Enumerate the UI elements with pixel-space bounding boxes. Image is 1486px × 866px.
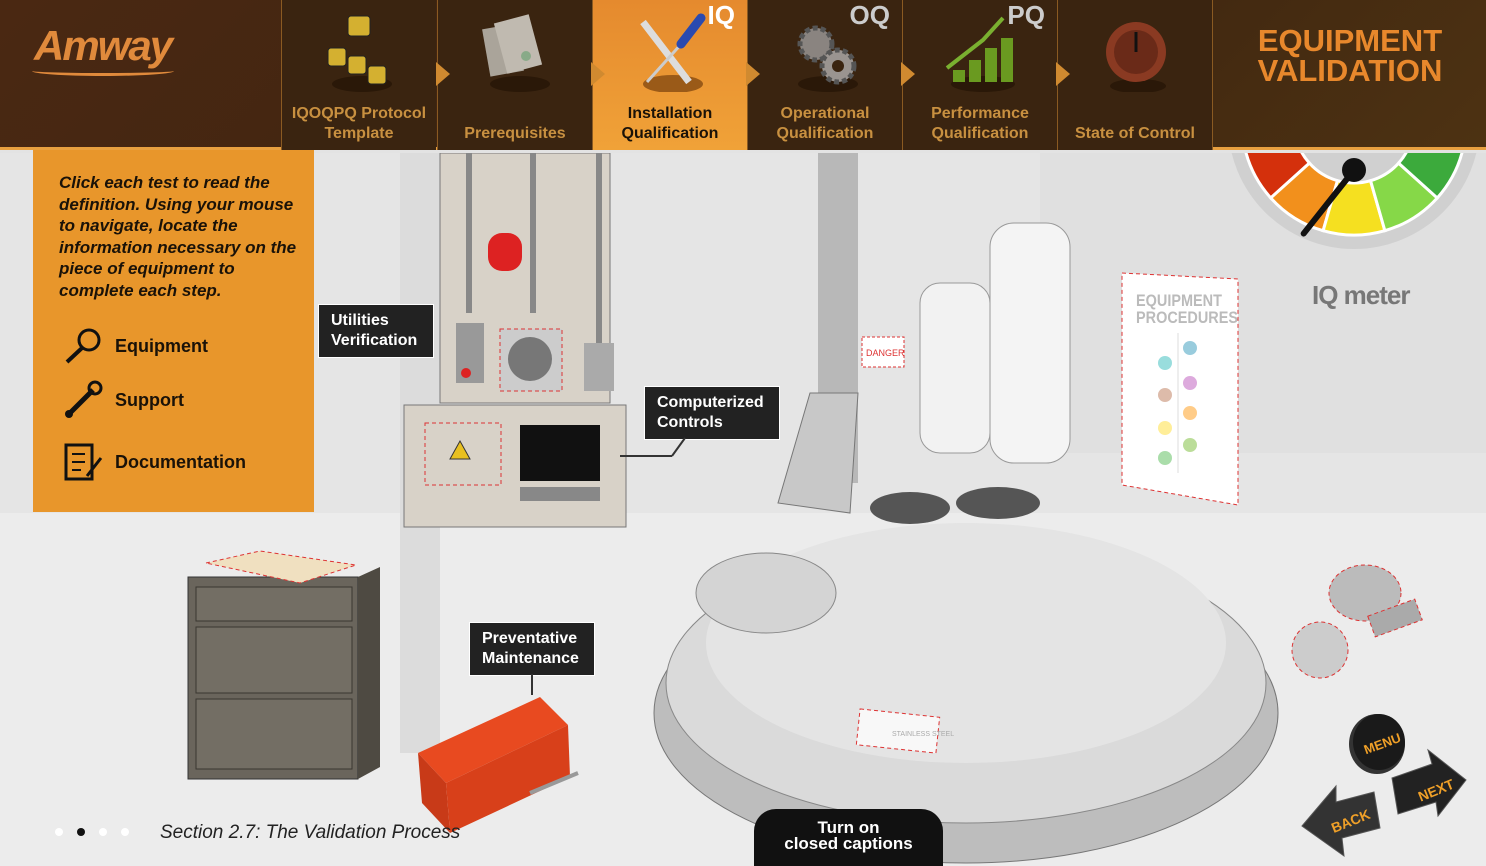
poster-line: EQUIPMENT xyxy=(1136,291,1222,310)
legend-support: Support xyxy=(63,380,184,420)
step-arrow xyxy=(746,62,760,86)
dial-icon xyxy=(1106,22,1166,92)
title-line: EQUIPMENT xyxy=(1257,23,1443,58)
danger-sign: DANGER xyxy=(866,348,905,358)
growth-chart-icon xyxy=(945,16,1015,92)
step-arrow xyxy=(1056,62,1070,86)
tab-label: Performance xyxy=(931,105,1029,122)
gauge-segment xyxy=(1396,153,1464,201)
callout-line: Utilities xyxy=(331,312,389,329)
back-button[interactable]: BACK xyxy=(1300,782,1384,858)
step-arrow xyxy=(901,62,915,86)
poster-line: PROCEDURES xyxy=(1136,308,1238,327)
tab-label: Prerequisites xyxy=(464,125,566,142)
tab-label: Operational xyxy=(780,105,870,122)
control-cabinet[interactable] xyxy=(403,153,627,528)
amway-logo: Amway xyxy=(34,22,173,69)
page-dot-active[interactable] xyxy=(77,828,85,836)
toolbox[interactable] xyxy=(418,697,579,833)
legend-label: Documentation xyxy=(115,451,247,472)
legend-documentation: Documentation xyxy=(63,442,246,482)
gauge-needle xyxy=(1300,167,1357,237)
file-cabinet[interactable] xyxy=(187,550,380,780)
instructions-text: Click each test to read the definition. … xyxy=(59,173,297,300)
page-dot[interactable] xyxy=(55,828,63,836)
section-title: Section 2.7: The Validation Process xyxy=(160,822,461,843)
equipment-procedures-poster[interactable] xyxy=(1121,272,1239,506)
page-dot[interactable] xyxy=(99,828,107,836)
cc-line: Turn on xyxy=(817,818,880,837)
tab-label: Qualification xyxy=(776,125,874,142)
title-line: VALIDATION xyxy=(1257,53,1443,88)
instructions-panel: Click each test to read the definition. … xyxy=(33,150,314,512)
callout-line: Preventative xyxy=(482,630,578,647)
iq-meter-gauge xyxy=(1231,153,1477,249)
wrench-screwdriver-icon xyxy=(640,13,706,92)
gauge-hub xyxy=(1342,158,1366,182)
legend-equipment: Equipment xyxy=(63,326,208,366)
callout-line: Controls xyxy=(657,414,723,431)
legend-label: Equipment xyxy=(115,335,208,356)
tab-prerequisites[interactable]: Prerequisites xyxy=(437,0,592,150)
logo-swoosh xyxy=(32,66,174,76)
tab-label: Qualification xyxy=(621,125,719,142)
checklist-papers-icon xyxy=(482,14,550,92)
gears-icon xyxy=(797,25,858,92)
legend-label: Support xyxy=(115,389,184,410)
checklist-icon xyxy=(64,443,103,481)
menu-button[interactable]: MENU xyxy=(1345,708,1409,776)
next-button[interactable]: NEXT xyxy=(1388,748,1468,820)
tab-badge: PQ xyxy=(1007,0,1045,30)
tab-label: Qualification xyxy=(931,125,1029,142)
tab-label: Template xyxy=(324,125,394,142)
tab-badge: IQ xyxy=(707,0,735,30)
page-dot[interactable] xyxy=(121,828,129,836)
gauge-label: IQ meter xyxy=(1312,280,1410,310)
callout-line: Verification xyxy=(331,332,418,349)
wrench-icon xyxy=(65,380,103,418)
tank-plate: STAINLESS STEEL xyxy=(892,731,954,738)
tab-badge: OQ xyxy=(849,0,890,30)
magnifier-icon xyxy=(65,328,101,364)
tab-state-of-control[interactable]: State of Control xyxy=(1057,0,1212,150)
title-area xyxy=(1212,0,1486,150)
tab-label: State of Control xyxy=(1075,125,1195,142)
tab-label: IQOQPQ Protocol xyxy=(291,105,427,122)
cc-line: closed captions xyxy=(784,834,913,853)
tab-label: Installation xyxy=(627,105,713,122)
flowchart-icon xyxy=(327,15,392,92)
callout-line: Maintenance xyxy=(482,650,579,667)
callout-line: Computerized xyxy=(657,394,764,411)
step-arrow xyxy=(591,62,605,86)
step-arrow xyxy=(436,62,450,86)
spare-parts[interactable] xyxy=(1291,564,1423,679)
